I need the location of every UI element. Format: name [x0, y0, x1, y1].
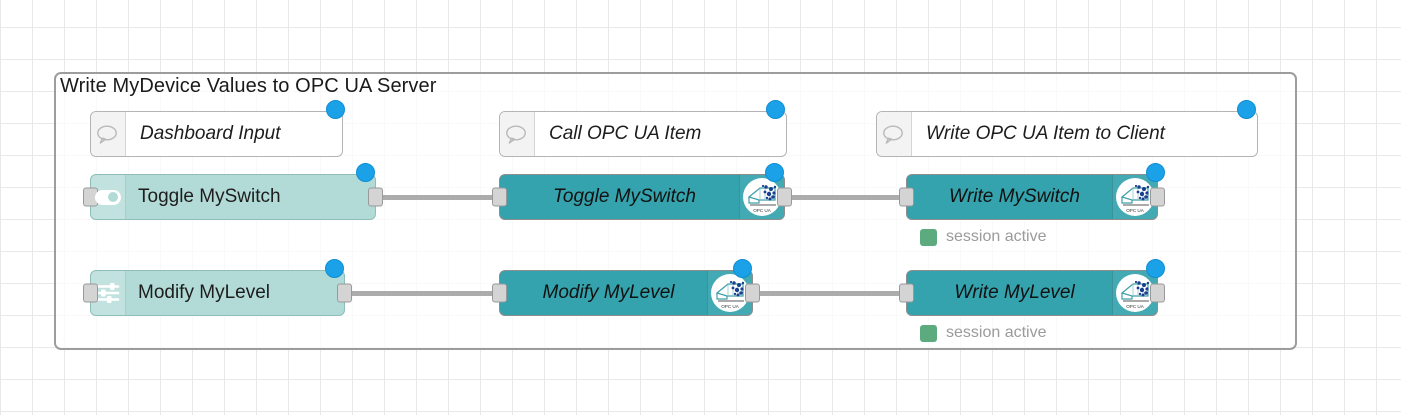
wire-switch-1[interactable] [376, 195, 508, 200]
comment-node-dashboard-input[interactable]: Dashboard Input [90, 111, 343, 157]
wire-level-1[interactable] [345, 291, 508, 296]
input-port[interactable] [492, 187, 507, 207]
svg-text:OPC UA: OPC UA [1126, 208, 1145, 213]
node-write-mylevel-opcua-client[interactable]: Write MyLevel [899, 270, 1165, 316]
status-swatch-icon [920, 228, 937, 246]
input-port[interactable] [899, 187, 914, 207]
input-port[interactable] [83, 283, 98, 303]
node-modify-mylevel-opcua-item[interactable]: Modify MyLevel [492, 270, 760, 316]
comment-label: Call OPC UA Item [549, 123, 702, 144]
output-port[interactable] [337, 283, 352, 303]
svg-text:OPC UA: OPC UA [721, 304, 740, 309]
opc-ua-icon: OPC UA [1112, 271, 1157, 315]
svg-text:OPC UA: OPC UA [753, 208, 772, 213]
svg-text:OPC UA: OPC UA [1126, 304, 1145, 309]
wire-switch-2[interactable] [784, 195, 914, 200]
node-label: Modify MyLevel [138, 282, 270, 303]
comment-icon [877, 112, 912, 156]
status-session-active-level: session active [920, 324, 1047, 342]
comment-label: Write OPC UA Item to Client [926, 123, 1165, 144]
opc-ua-icon: OPC UA [739, 175, 784, 219]
status-text: session active [946, 324, 1047, 341]
node-label: Write MySwitch [949, 186, 1080, 207]
group-title: Write MyDevice Values to OPC UA Server [60, 75, 437, 97]
node-label: Toggle MySwitch [138, 186, 281, 207]
comment-icon [500, 112, 535, 156]
status-dot-toggle-dashboard [356, 163, 375, 182]
wire-level-2[interactable] [752, 291, 914, 296]
status-dot-toggle-opcua [765, 163, 784, 182]
node-label: Toggle MySwitch [553, 186, 696, 207]
status-dot-write-myswitch [1146, 163, 1165, 182]
input-port[interactable] [492, 283, 507, 303]
node-toggle-myswitch-dashboard[interactable]: Toggle MySwitch [83, 174, 383, 220]
output-port[interactable] [1150, 187, 1165, 207]
output-port[interactable] [1150, 283, 1165, 303]
output-port[interactable] [368, 187, 383, 207]
opc-ua-icon: OPC UA [707, 271, 752, 315]
comment-node-call-opc-ua-item[interactable]: Call OPC UA Item [499, 111, 787, 157]
comment-label: Dashboard Input [140, 123, 281, 144]
output-port[interactable] [777, 187, 792, 207]
status-dot-comment-2 [766, 100, 785, 119]
output-port[interactable] [745, 283, 760, 303]
input-port[interactable] [899, 283, 914, 303]
status-dot-comment-1 [326, 100, 345, 119]
status-dot-comment-3 [1237, 100, 1256, 119]
status-dot-write-mylevel [1146, 259, 1165, 278]
status-text: session active [946, 228, 1047, 245]
comment-icon [91, 112, 126, 156]
opc-ua-icon: OPC UA [1112, 175, 1157, 219]
toggle-switch-icon [91, 175, 126, 219]
status-session-active-switch: session active [920, 228, 1047, 246]
node-label: Write MyLevel [954, 282, 1075, 303]
node-write-myswitch-opcua-client[interactable]: Write MySwitch [899, 174, 1165, 220]
status-dot-modify-opcua [733, 259, 752, 278]
node-label: Modify MyLevel [542, 282, 675, 303]
node-modify-mylevel-dashboard[interactable]: Modify MyLevel [83, 270, 352, 316]
status-swatch-icon [920, 324, 937, 342]
status-dot-modify-dashboard [325, 259, 344, 278]
comment-node-write-opc-ua-item-to-client[interactable]: Write OPC UA Item to Client [876, 111, 1258, 157]
node-toggle-myswitch-opcua-item[interactable]: Toggle MySwitch [492, 174, 792, 220]
